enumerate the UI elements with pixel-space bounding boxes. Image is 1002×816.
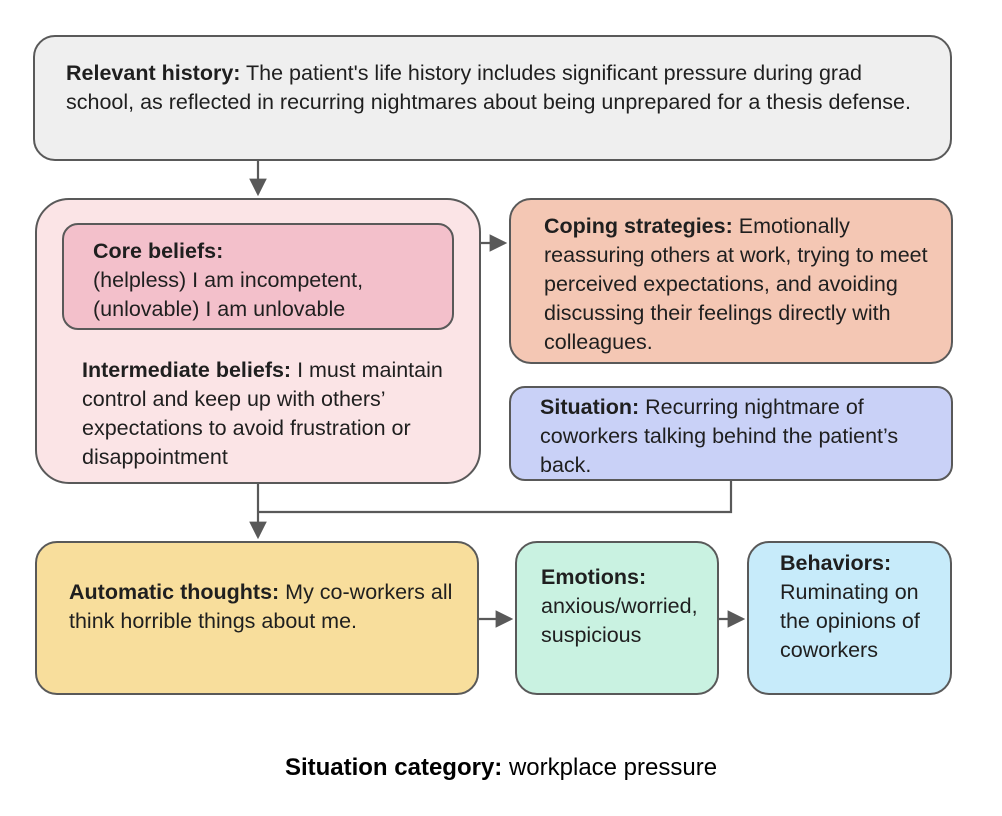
core-beliefs-text: Core beliefs: (helpless) I am incompeten…: [93, 237, 443, 324]
situation-category-value: workplace pressure: [502, 754, 718, 781]
core-beliefs-label: Core beliefs:: [93, 239, 224, 263]
intermediate-beliefs-label: Intermediate beliefs:: [82, 358, 292, 382]
behaviors-body: Ruminating on the opinions of coworkers: [780, 580, 920, 662]
core-beliefs-box: Core beliefs: (helpless) I am incompeten…: [62, 223, 454, 330]
relevant-history-body: The patient's life history includes sign…: [66, 61, 911, 114]
emotions-box: Emotions: anxious/worried, suspicious: [515, 541, 719, 695]
automatic-thoughts-text: Automatic thoughts: My co-workers all th…: [69, 578, 464, 636]
relevant-history-box: Relevant history: The patient's life his…: [33, 35, 952, 161]
emotions-body: anxious/worried, suspicious: [541, 594, 698, 647]
intermediate-beliefs-text: Intermediate beliefs: I must maintain co…: [82, 356, 467, 472]
behaviors-box: Behaviors: Ruminating on the opinions of…: [747, 541, 952, 695]
coping-strategies-body: Emotionally reassuring others at work, t…: [544, 214, 928, 354]
automatic-thoughts-box: Automatic thoughts: My co-workers all th…: [35, 541, 479, 695]
relevant-history-text: Relevant history: The patient's life his…: [66, 59, 926, 117]
situation-text: Situation: Recurring nightmare of cowork…: [540, 393, 940, 480]
automatic-thoughts-body: My co-workers all think horrible things …: [69, 580, 453, 633]
situation-category-caption: Situation category: workplace pressure: [0, 752, 1002, 784]
situation-box: Situation: Recurring nightmare of cowork…: [509, 386, 953, 481]
situation-category-label: Situation category:: [284, 754, 503, 781]
emotions-label: Emotions:: [541, 565, 647, 589]
coping-strategies-text: Coping strategies: Emotionally reassurin…: [544, 212, 939, 357]
relevant-history-label: Relevant history:: [66, 61, 241, 85]
behaviors-text: Behaviors: Ruminating on the opinions of…: [780, 549, 945, 665]
intermediate-beliefs-body: I must maintain control and keep up with…: [82, 358, 443, 469]
coping-strategies-label: Coping strategies:: [544, 214, 733, 238]
coping-strategies-box: Coping strategies: Emotionally reassurin…: [509, 198, 953, 364]
line-situation-down: [258, 481, 733, 514]
automatic-thoughts-label: Automatic thoughts:: [69, 580, 280, 604]
situation-body: Recurring nightmare of coworkers talking…: [540, 395, 899, 477]
core-beliefs-line-1: (helpless) I am incompetent,: [93, 268, 364, 292]
core-beliefs-line-2: (unlovable) I am unlovable: [93, 297, 346, 321]
emotions-text: Emotions: anxious/worried, suspicious: [541, 563, 726, 650]
behaviors-label: Behaviors:: [780, 551, 892, 575]
situation-label: Situation:: [540, 395, 640, 419]
